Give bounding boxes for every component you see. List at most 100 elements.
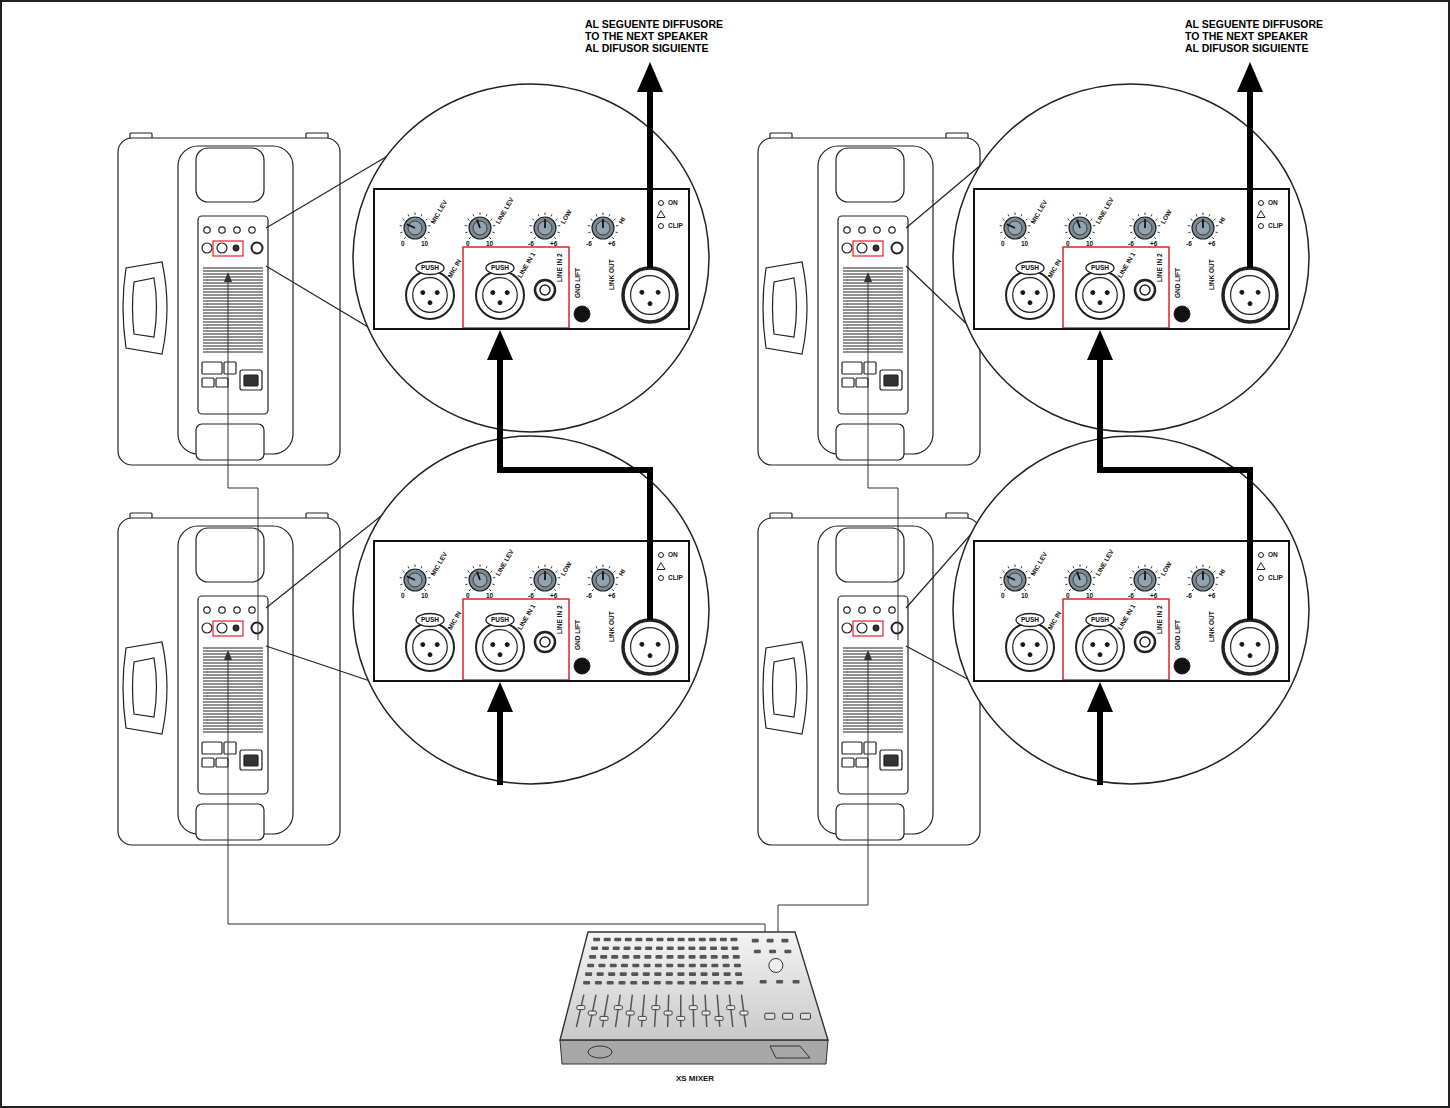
note-text: AL SEGUENTE DIFFUSORE	[585, 18, 723, 30]
mixer-button	[765, 1013, 775, 1019]
grille-line	[843, 289, 903, 290]
mixer-knob	[610, 964, 617, 968]
knob-tick	[1130, 232, 1132, 234]
knob-tick	[558, 225, 560, 226]
knob-tick	[424, 237, 426, 239]
mixer-knob	[767, 939, 774, 943]
knob-tick	[489, 589, 491, 591]
grille-line	[203, 328, 263, 329]
grille-line	[203, 289, 263, 290]
mixer-knob	[760, 980, 767, 984]
rear-recess	[818, 526, 933, 834]
red-box	[463, 247, 569, 328]
side-handle	[763, 642, 807, 734]
knob-tick	[424, 589, 426, 591]
knob-tick	[480, 565, 481, 568]
knob-tick	[1154, 589, 1156, 591]
grille-line	[843, 717, 903, 718]
panel-label: 0	[1001, 593, 1005, 600]
mini-knob	[219, 227, 225, 233]
side-handle	[123, 262, 167, 354]
mains-socket-inner	[884, 755, 898, 766]
panel-label: PUSH	[421, 265, 439, 272]
grille-line	[203, 693, 263, 694]
grille-line	[203, 307, 263, 308]
mixer-knob	[598, 964, 605, 968]
speaker-foot	[196, 424, 264, 460]
grille-line	[203, 708, 263, 709]
mixer-knob	[709, 938, 716, 942]
knob-pointer	[1202, 219, 1204, 228]
switch	[224, 742, 236, 754]
panel-label: PUSH	[491, 617, 509, 624]
knob-tick	[408, 566, 409, 568]
panel-label: MIC LEV	[1030, 551, 1049, 577]
xlr-pin	[491, 643, 495, 647]
knob-tick	[532, 219, 534, 220]
fader-slot	[615, 995, 620, 1027]
mixer-knob	[614, 938, 621, 942]
knob-tick	[1065, 584, 1067, 586]
mixer-knob	[710, 946, 717, 950]
fuse	[842, 758, 854, 767]
speaker-rear	[758, 133, 980, 465]
mixer-knob	[642, 981, 649, 985]
xlr-pin	[428, 301, 432, 305]
knob	[534, 217, 556, 239]
mixer-knob	[667, 946, 674, 950]
panel-label: PUSH	[1021, 617, 1039, 624]
knob-tick	[1212, 237, 1214, 239]
xlr-insert	[413, 630, 448, 665]
switch	[864, 362, 876, 374]
knob-tick	[612, 237, 614, 239]
knob	[469, 217, 491, 239]
knob-tick	[1132, 571, 1134, 572]
knob-tick	[1188, 232, 1190, 234]
grille-line	[203, 337, 263, 338]
panel-label: ON	[1268, 552, 1278, 559]
zoom-circle	[953, 436, 1309, 784]
panel-label: MIC IN	[1047, 258, 1063, 279]
grille-line	[203, 268, 263, 269]
knob-tick	[1092, 232, 1094, 234]
xlr-socket	[623, 620, 677, 674]
note-text: AL DIFUSOR SIGUIENTE	[585, 42, 708, 54]
fader-cap	[588, 1011, 596, 1015]
knob-tick	[1156, 571, 1158, 572]
zoom-circle	[353, 436, 709, 784]
knob-tick	[1130, 225, 1132, 226]
panel-label: 10	[421, 593, 428, 600]
mini-xlr	[202, 623, 212, 633]
knob-tick	[1002, 219, 1004, 220]
mixer-node: XS MIXER	[555, 925, 835, 1095]
panel-label: 0	[401, 593, 405, 600]
grille-line	[203, 678, 263, 679]
fuse	[202, 378, 214, 387]
jack-hole	[1140, 285, 1150, 295]
xlr-insert	[1231, 276, 1270, 315]
knob-tick	[404, 589, 406, 591]
knob-tick	[1065, 232, 1067, 234]
side-handle-grip	[773, 658, 797, 717]
grille-line	[843, 681, 903, 682]
xlr-insert	[1083, 630, 1118, 665]
mini-red-box	[853, 241, 883, 256]
push-tab	[416, 262, 444, 275]
xlr-pin	[498, 653, 502, 657]
knob	[1069, 569, 1091, 591]
panel-label: LINE IN 2	[1157, 253, 1164, 282]
push-tab	[1016, 262, 1044, 275]
mixer-knob	[595, 981, 602, 985]
grille-line	[843, 705, 903, 706]
grille-line	[843, 331, 903, 332]
grille-line	[843, 669, 903, 670]
panel-label: 0	[466, 593, 470, 600]
fuse	[202, 758, 214, 767]
grille-line	[843, 292, 903, 293]
mixer-knob	[620, 972, 627, 976]
mixer-knob	[736, 981, 743, 985]
grille-line	[203, 322, 263, 323]
fader-cap	[577, 1006, 585, 1010]
knob-tick	[1008, 566, 1009, 568]
